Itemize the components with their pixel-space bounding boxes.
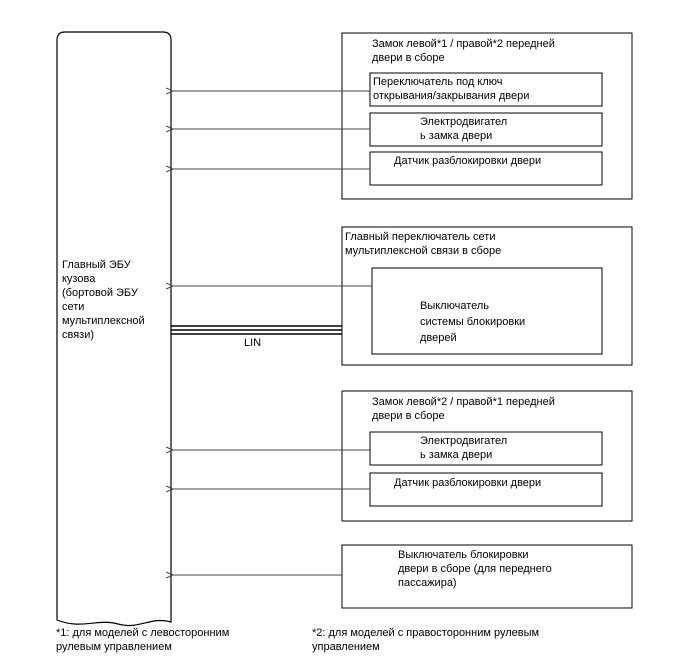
group2-title: Главный переключатель сети мультиплексно… [345,231,502,257]
group1-title: Замок левой*1 / правой*2 передней двери … [372,38,555,64]
lin-label: LIN [244,337,262,349]
group1-box [341,32,633,200]
lock-motor-label-1: Электродвигател ь замка двери [420,116,508,142]
unlock-sensor-label-2: Датчик разблокировки двери [394,477,542,489]
lock-motor-box-2 [369,431,603,466]
group2-box [341,226,633,366]
ecu-column [56,31,172,626]
lock-motor-label-2: Электродвигател ь замка двери [420,435,508,461]
unlock-sensor-label-1: Датчик разблокировки двери [394,155,542,167]
ecu-label: Главный ЭБУ кузова (бортовой ЭБУ сети му… [62,259,145,341]
lin-bus [171,325,342,335]
group3-title: Замок левой*2 / правой*1 передней двери … [372,396,555,422]
group3-box [341,390,633,522]
lock-switch-box [371,267,603,355]
lock-switch-label: Выключатель системы блокировки дверей [420,300,526,344]
footnote-2: *2: для моделей с правосторонним рулевым… [312,627,540,653]
passenger-switch-label: Выключатель блокировки двери в сборе (дл… [398,549,552,589]
footnote-1: *1: для моделей с левосторонним рулевым … [56,627,230,653]
key-switch-label: Переключатель под ключ открывания/закрыв… [373,76,530,102]
passenger-switch-box [341,544,633,609]
key-switch-box [369,72,603,107]
